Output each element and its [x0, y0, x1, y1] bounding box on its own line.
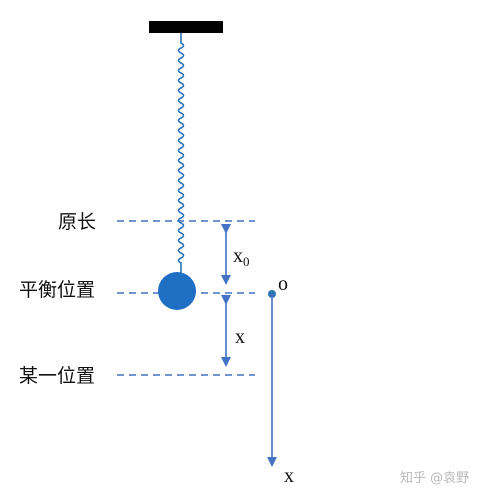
spring [177, 33, 185, 273]
origin-label: o [278, 273, 288, 295]
x0-label-main: x [233, 245, 243, 267]
ball [158, 272, 196, 310]
some-position-label: 某一位置 [19, 365, 95, 387]
x-label: x [235, 326, 245, 348]
equilibrium-label: 平衡位置 [19, 279, 95, 301]
natural-length-label: 原长 [58, 211, 96, 233]
x0-label: x0 [233, 245, 250, 269]
watermark: 知乎 @袁野 [400, 470, 469, 486]
ceiling-bar [149, 21, 223, 33]
axis-label: x [284, 465, 294, 487]
x0-label-sub: 0 [243, 254, 250, 269]
